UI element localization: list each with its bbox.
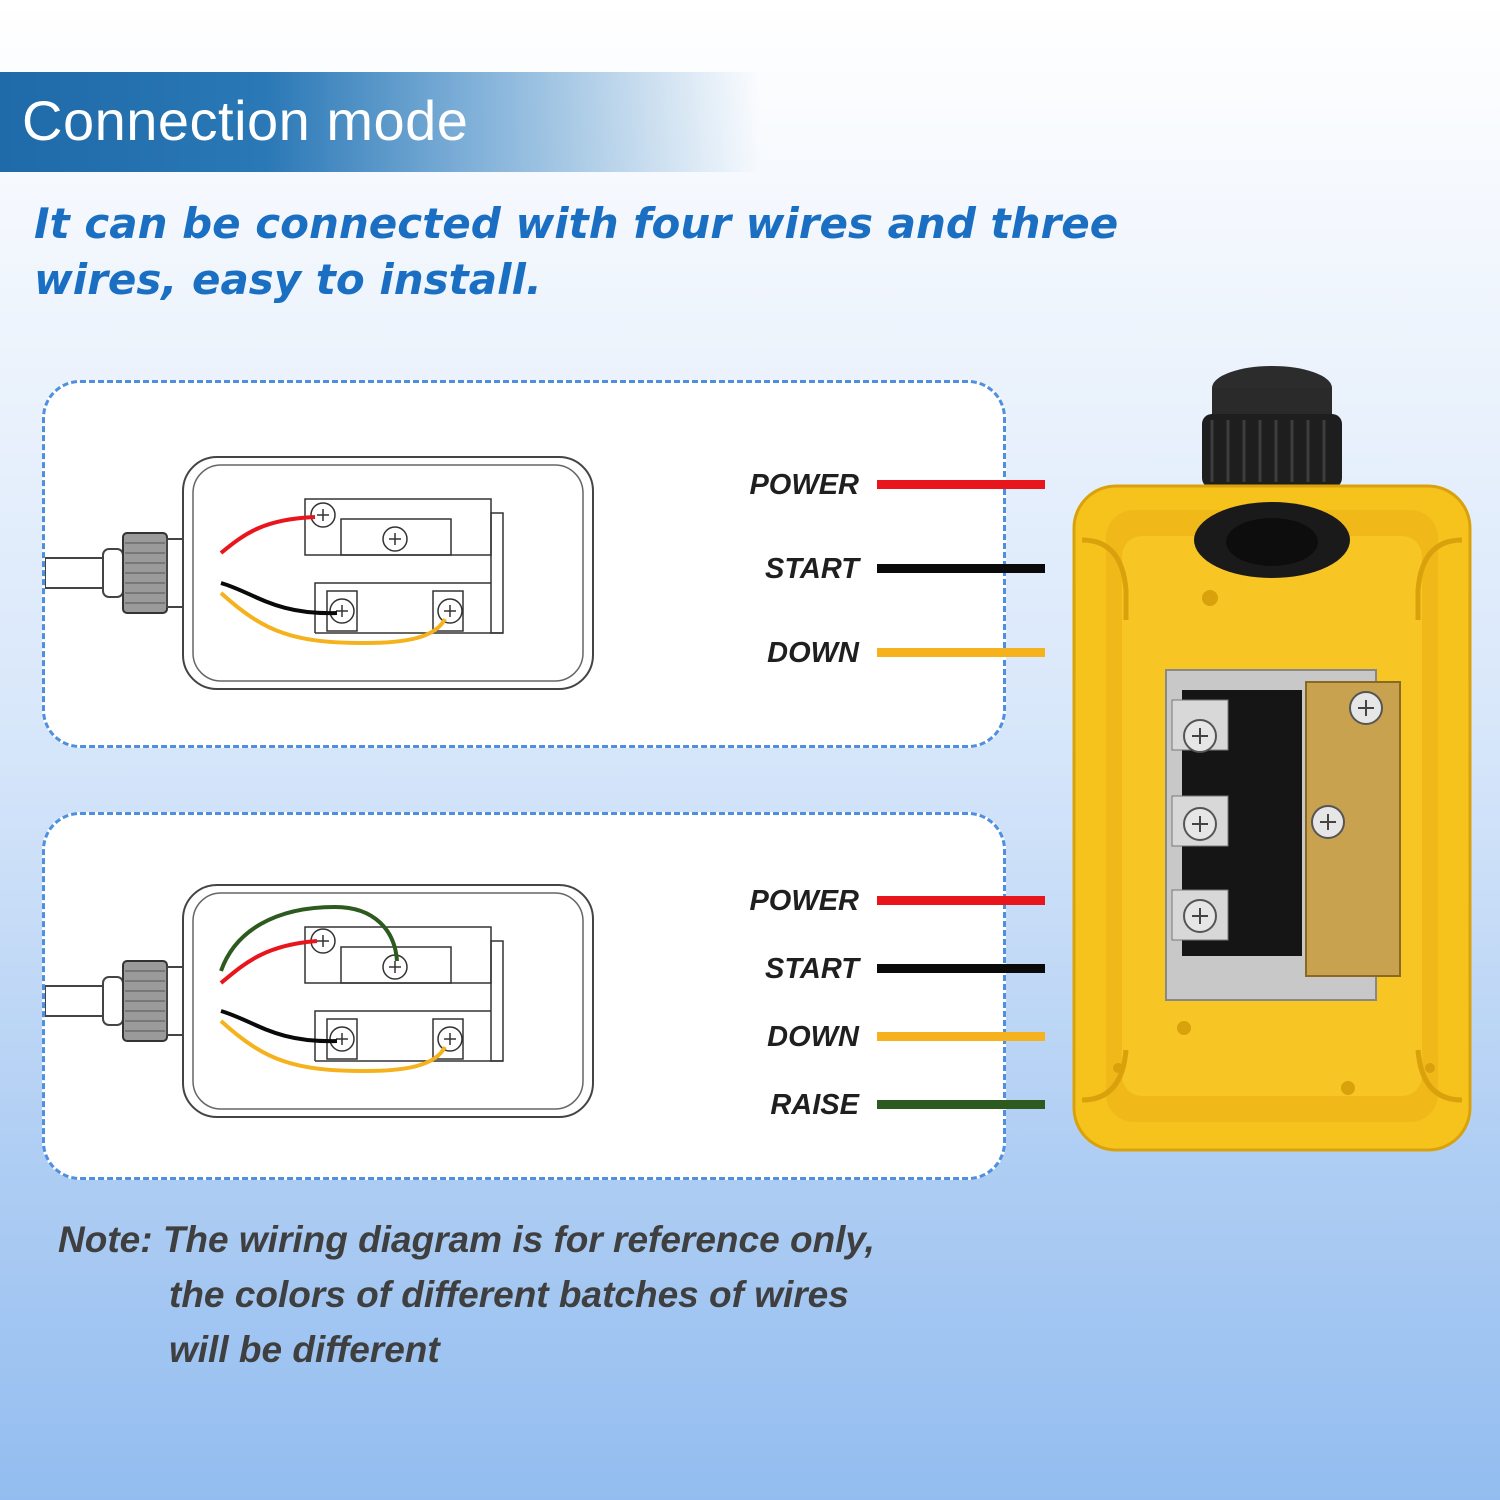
legend-start: START [685,549,1045,589]
legend-raise: RAISE [685,1085,1045,1125]
cable-gland-icon [45,960,222,1042]
legend-power: POWER [685,881,1045,921]
note-line-2: the colors of different batches of wires [169,1274,849,1315]
note-line-3: will be different [169,1329,440,1370]
subtitle: It can be connected with four wires and … [34,199,1119,304]
terminal-screw-icon [310,928,463,1052]
switch-box-icon [45,884,594,1118]
terminal-screw-icon [310,502,463,624]
reference-note: Note: The wiring diagram is for referenc… [58,1212,875,1377]
legend-start: START [685,949,1045,989]
switch-box-icon [45,456,594,690]
pendant-switch-icon [1072,366,1472,1152]
note-line-1: Note: The wiring diagram is for referenc… [58,1219,875,1260]
page-title: Connection mode [22,89,469,152]
legend-down: DOWN [685,1017,1045,1057]
three-wire-diagram-panel: POWER START DOWN [42,380,1045,748]
legend-down: DOWN [685,633,1045,673]
legend-power: POWER [685,465,1045,505]
title-bar [0,72,760,172]
four-wire-diagram-panel: POWER START DOWN RAISE [42,812,1045,1180]
